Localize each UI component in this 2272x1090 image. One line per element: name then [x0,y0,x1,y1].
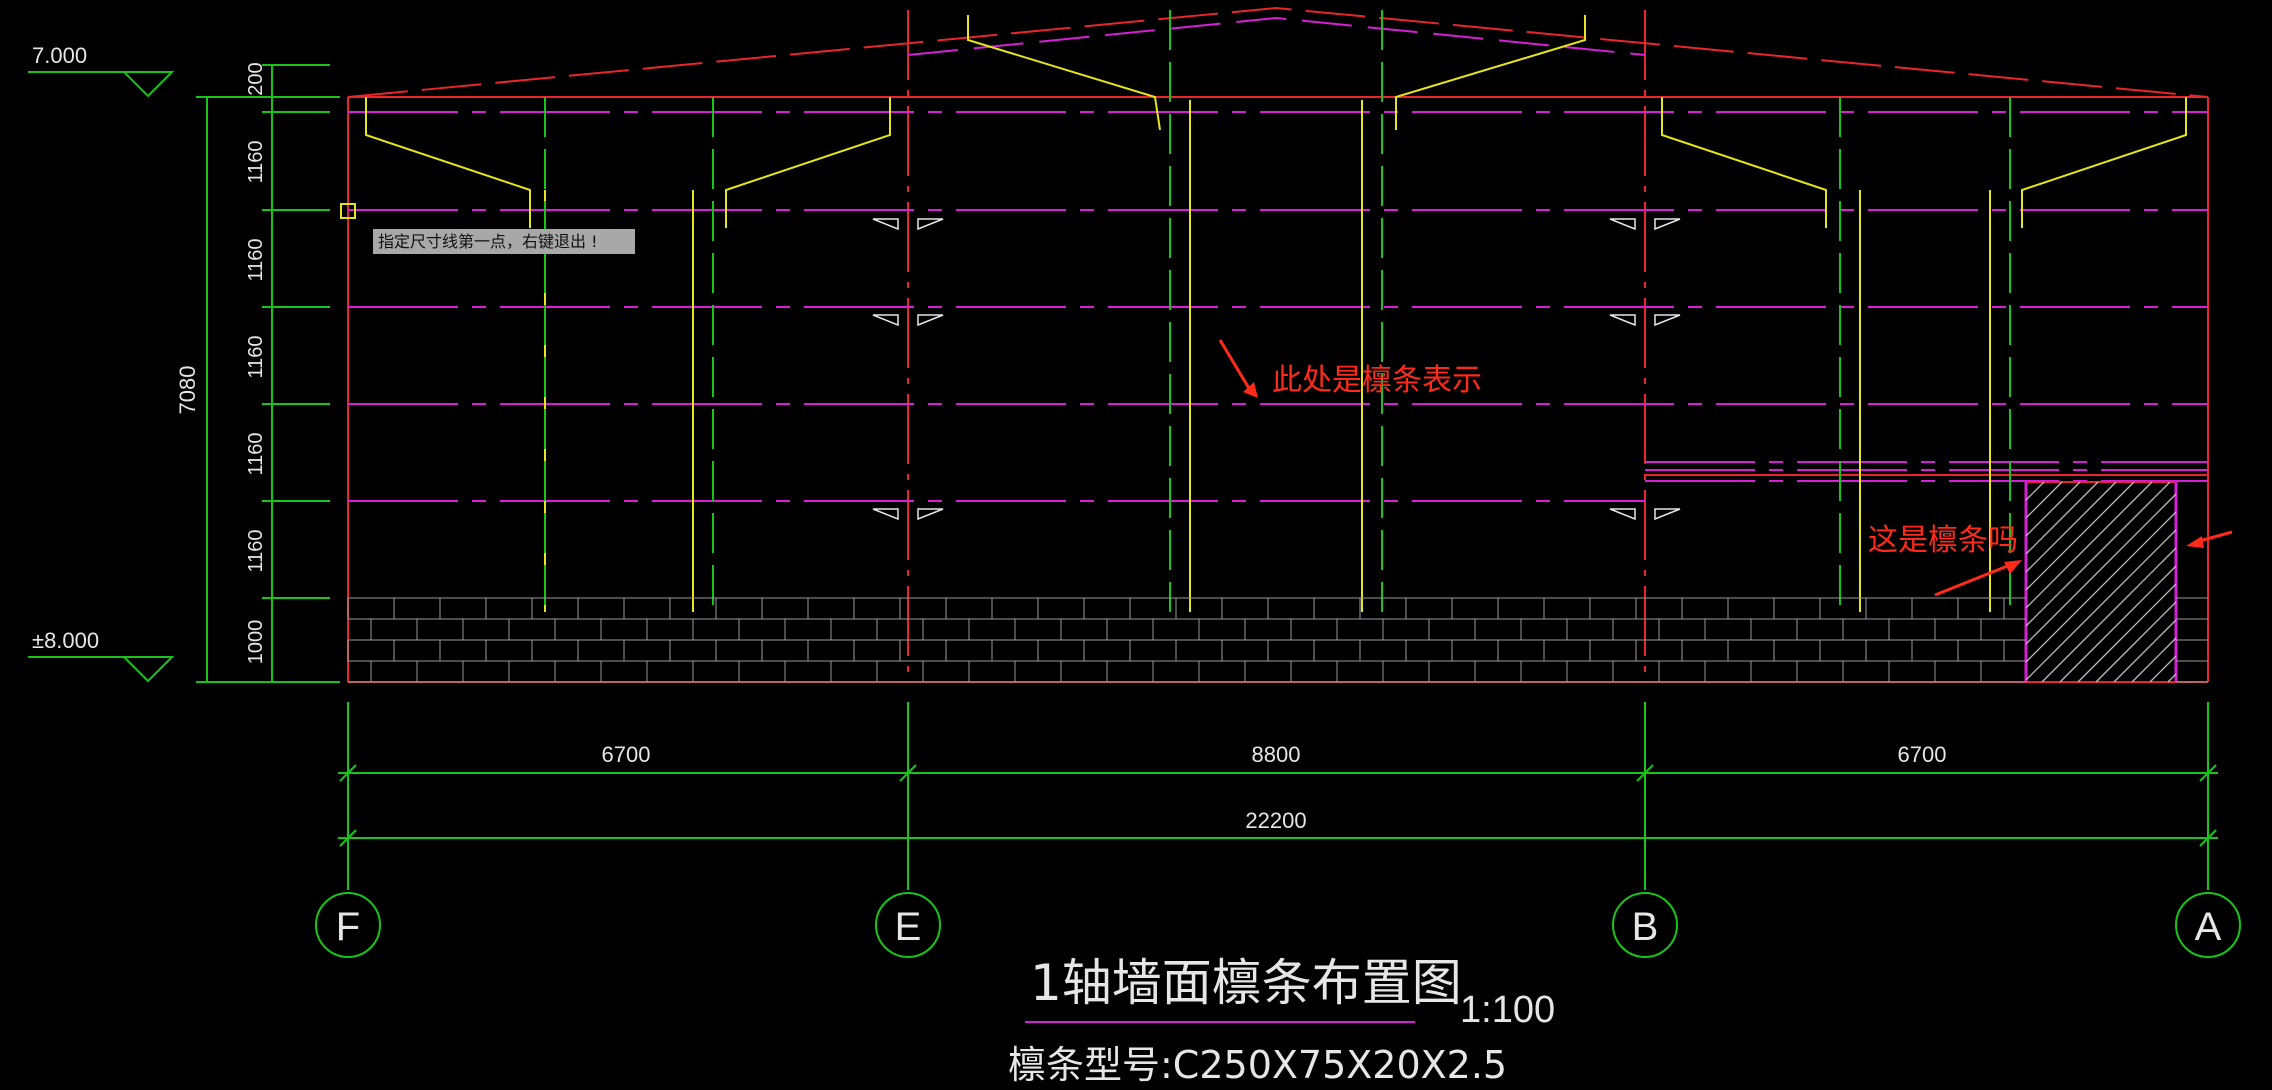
axis-label-b: B [1632,905,1659,949]
brace-symbols [872,218,1681,521]
axis-bubble-f: F [315,892,381,958]
vdim-segment-3: 1160 [245,335,267,378]
vdim-segment-0: 200 [245,62,267,95]
wall-purlins [348,111,2208,502]
vdim-segment-6: 1000 [245,620,267,665]
vdim-segment-5: 1160 [245,529,267,572]
elevation-marker-top: 7.000 [28,43,175,98]
axis-bubble-b: B [1612,892,1678,958]
door-opening [2024,481,2178,683]
command-tooltip: 指定尺寸线第一点，右键退出 ! [373,229,635,254]
axis-bubble-a: A [2175,892,2241,958]
hdim-span-2: 6700 [1898,742,1947,767]
roof-purlin-line [907,16,1646,56]
axis-label-e: E [895,905,922,949]
brick-plinth [347,597,2208,683]
vdim-segment-4: 1160 [245,432,267,475]
axis-label-f: F [336,905,360,949]
cad-cursor-pickbox[interactable] [340,203,356,219]
vertical-dimension-lines [196,64,340,683]
drawing-scale: 1:100 [1460,989,1555,1031]
horizontal-dimension-lines [338,702,2218,890]
vdim-segment-1: 1160 [245,140,267,183]
frame-outline [347,6,2209,683]
axis-label-a: A [2195,905,2222,949]
annotation-purlin-note: 此处是檩条表示 [1218,339,1482,398]
annotation-text-2: 这是檩条吗 [1868,523,2018,558]
annotation-text-1: 此处是檩条表示 [1272,363,1482,398]
drawing-title: 1轴墙面檩条布置图 [1030,954,1462,1012]
annotation-question-note: 这是檩条吗 [1868,523,2233,597]
column-centerlines [544,10,2011,612]
vdim-segment-2: 1160 [245,238,267,281]
vertical-total-dim: 7080 [175,366,200,415]
hdim-span-0: 6700 [602,742,651,767]
elevation-top-label: 7.000 [32,43,87,68]
command-tooltip-text: 指定尺寸线第一点，右键退出 ! [378,232,598,251]
elevation-marker-bottom: ±8.000 [28,628,175,683]
elevation-bottom-label: ±8.000 [32,628,99,653]
purlin-spec: 檩条型号:C250X75X20X2.5 [1008,1043,1507,1087]
axis-bubble-e: E [875,892,941,958]
vertical-segment-dims: 200 1160 1160 1160 1160 1160 1000 [245,62,267,664]
hdim-total: 22200 [1245,808,1306,833]
hdim-span-1: 8800 [1252,742,1301,767]
